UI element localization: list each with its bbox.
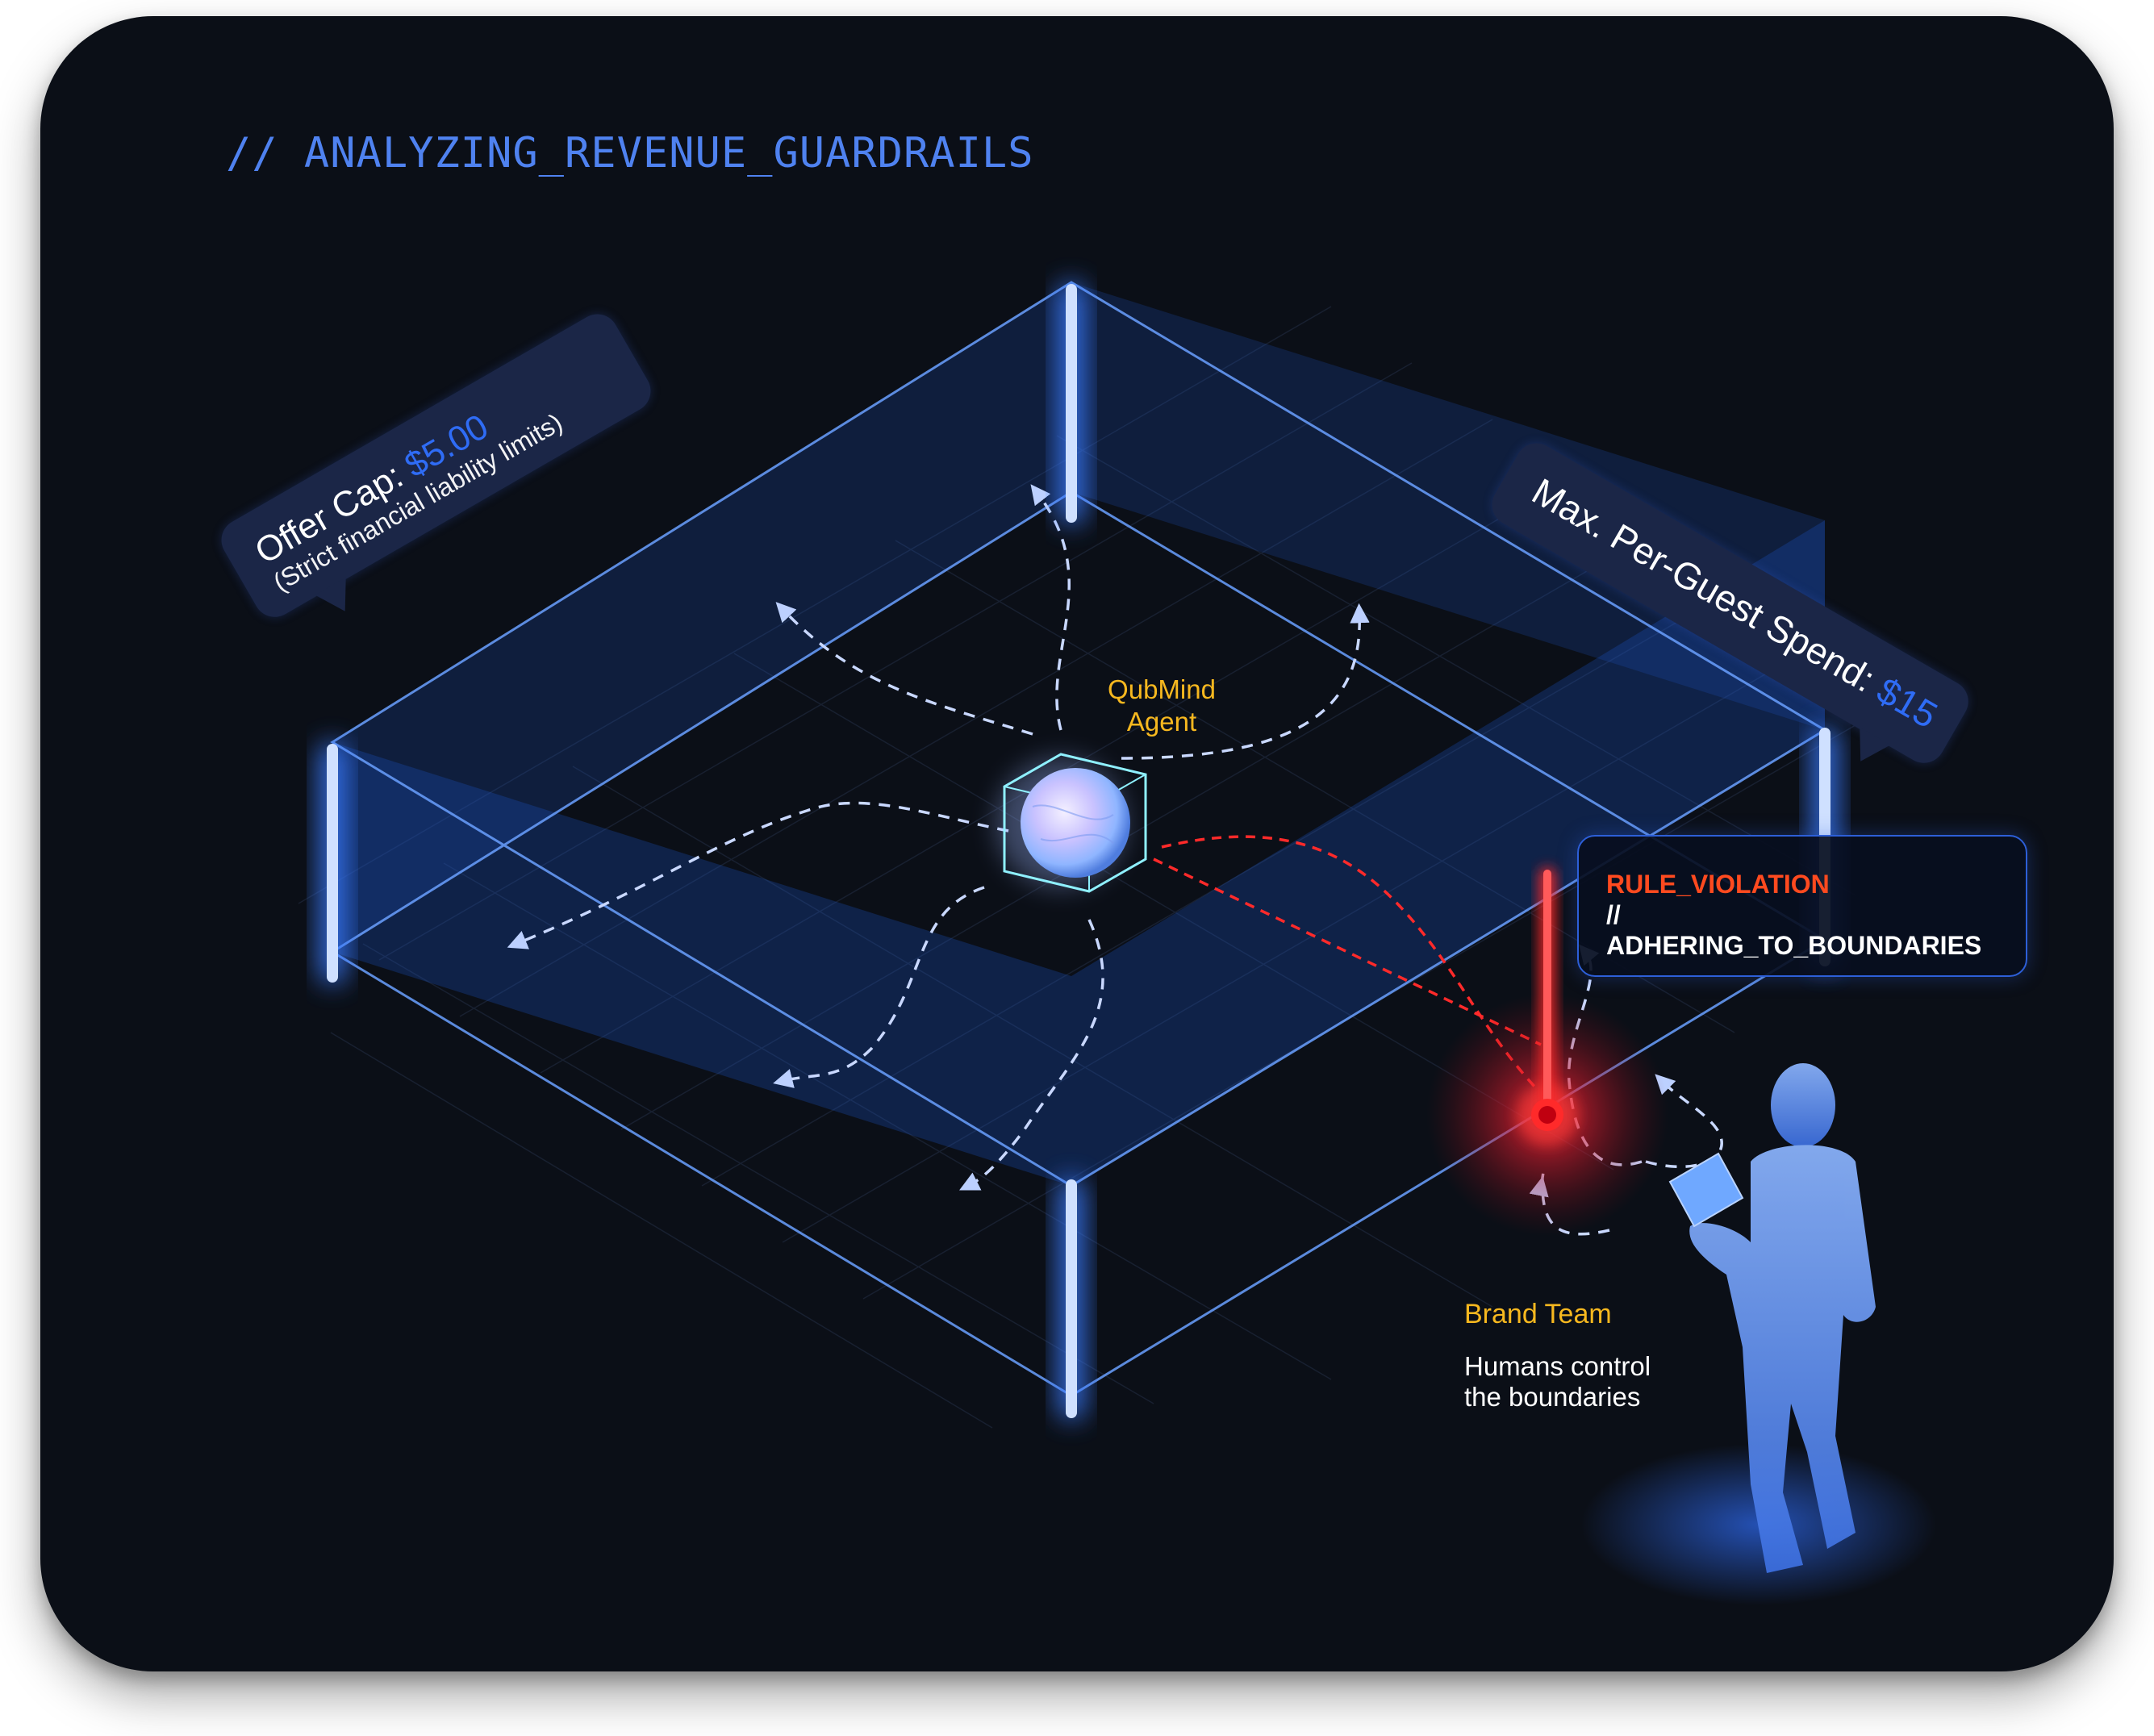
guardrail-diagram	[298, 281, 1936, 1605]
agent-label-line1: QubMind	[1108, 674, 1216, 704]
diagram-card: // ANALYZING_REVENUE_GUARDRAILS Offer Ca…	[40, 16, 2114, 1671]
brand-desc-line1: Humans control	[1464, 1351, 1651, 1381]
pillar-bottom	[1058, 1178, 1084, 1420]
violation-detail: // ADHERING_TO_BOUNDARIES	[1606, 900, 1982, 960]
tablet-icon	[1668, 1152, 1744, 1228]
agent-label-line2: Agent	[1126, 707, 1197, 737]
agent-label: QubMind Agent	[1065, 674, 1259, 738]
brand-team-title: Brand Team	[1464, 1299, 1612, 1329]
pillar-top	[1058, 282, 1084, 524]
violation-title: RULE_VIOLATION	[1606, 870, 1830, 899]
agent-cube-icon	[996, 753, 1147, 893]
agent-paths	[507, 484, 1723, 1236]
violation-beacon-icon	[1426, 867, 1668, 1236]
human-figure-icon	[1581, 1063, 1936, 1605]
rule-violation-panel: RULE_VIOLATION // ADHERING_TO_BOUNDARIES	[1577, 835, 2027, 977]
brand-team-description: Humans control the boundaries	[1464, 1351, 1722, 1413]
pillar-left	[319, 742, 345, 984]
brand-desc-line2: the boundaries	[1464, 1382, 1641, 1412]
page-title: // ANALYZING_REVENUE_GUARDRAILS	[226, 129, 1034, 177]
